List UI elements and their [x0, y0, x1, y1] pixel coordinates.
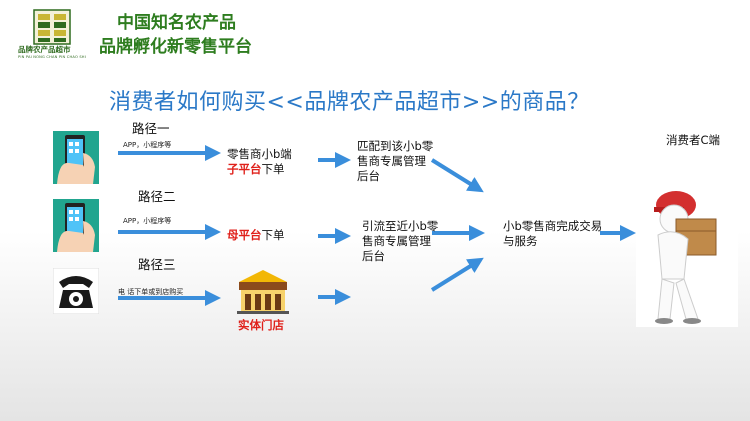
header-line2: 品牌孵化新零售平台 [99, 37, 252, 57]
route-1-label: 路径一 [132, 121, 170, 136]
backend-2-node: 引流至近小b零售商专属管理后台 [362, 219, 439, 263]
logo-tagline: PIN PAI NONG CHAN PIN CHAO SHI [18, 55, 86, 59]
logo-name: 品牌农产品超市 [18, 45, 71, 54]
service-node: 小b零售商完成交易与服务 [503, 219, 603, 248]
storefront-icon [237, 270, 289, 314]
consumer-label: 消费者C端 [666, 133, 721, 147]
logo-icon [33, 9, 71, 45]
phone-hand-icon [53, 131, 99, 184]
main-platform-highlight: 母平台 [227, 228, 262, 242]
mobile-app-image-2 [53, 199, 99, 252]
substore-highlight: 子平台 [227, 162, 262, 176]
phone-hand-icon [53, 199, 99, 252]
route-2-label: 路径二 [138, 189, 176, 204]
route-3-label: 路径三 [138, 257, 176, 272]
route-2-channel: APP，小程序等 [123, 217, 172, 225]
route-3-channel: 电 话下单或到店购买 [118, 288, 184, 296]
page-title: 消费者如何购买<<品牌农产品超市>>的商品？ [109, 90, 590, 115]
substore-prefix: 零售商小b端 [227, 147, 292, 161]
telephone-icon [52, 267, 100, 315]
logo [28, 8, 98, 62]
backend-1-node: 匹配到该小b零售商专属管理后台 [357, 139, 434, 183]
telephone-image [52, 267, 100, 315]
delivery-person-icon [654, 191, 717, 324]
route-1-channel: APP，小程序等 [123, 141, 172, 149]
mobile-app-image-1 [53, 131, 99, 184]
consumer-image [636, 183, 738, 327]
substore-platform-node: 零售商小b端 子平台下单 [227, 147, 292, 177]
substore-suffix: 下单 [261, 162, 285, 176]
header-line1: 中国知名农产品 [117, 13, 236, 33]
main-platform-suffix: 下单 [261, 228, 285, 242]
arrow-backend1-to-service [430, 158, 484, 193]
main-platform-node: 母平台下单 [227, 228, 285, 243]
store-image [233, 268, 293, 314]
arrow-store-to-service [430, 257, 484, 292]
store-label: 实体门店 [238, 318, 284, 332]
